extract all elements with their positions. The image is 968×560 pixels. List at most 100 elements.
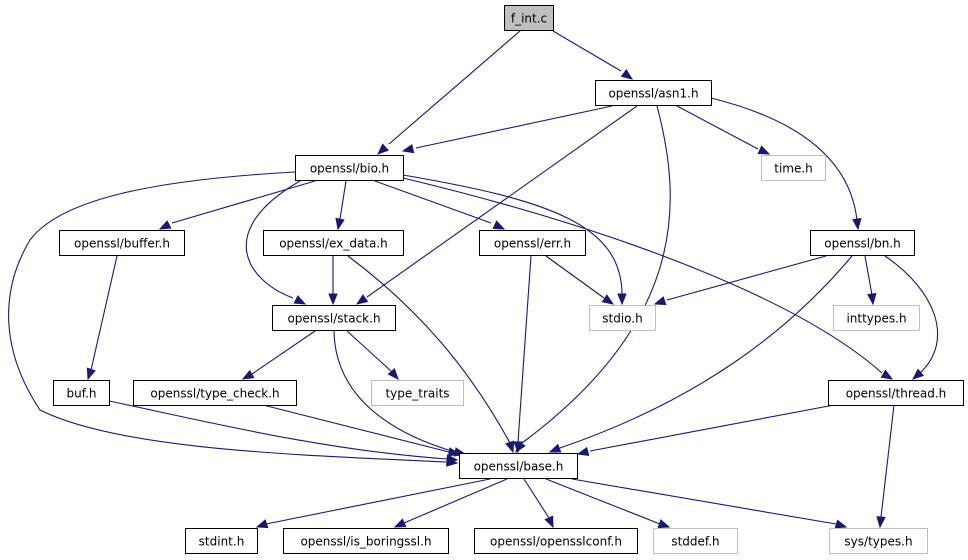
edge-line [666, 255, 827, 301]
edge-line [347, 255, 511, 444]
edge-line [346, 330, 392, 372]
arrowhead-icon [293, 295, 307, 305]
node-label: sys/types.h [844, 535, 912, 549]
node-box [133, 380, 297, 406]
node-box [272, 305, 396, 331]
arrowhead-icon [620, 68, 634, 80]
node-opensslconf-h[interactable]: openssl/opensslconf.h [474, 528, 638, 554]
edge-base-h-to-is-boringssl-h [393, 478, 508, 528]
edge-line [402, 174, 623, 296]
node-box [653, 528, 738, 554]
arrowhead-icon [834, 519, 848, 529]
edge-base-h-to-stdint-h [255, 478, 491, 529]
node-box [474, 528, 638, 554]
node-bio-h[interactable]: openssl/bio.h [295, 155, 404, 181]
edge-asn1-h-to-bn-h [710, 97, 862, 231]
node-f-int-c: f_int.c [504, 5, 554, 31]
node-is-boringssl-h[interactable]: openssl/is_boringssl.h [283, 528, 449, 554]
edge-line [559, 255, 853, 449]
edge-f-int-c-to-bio-h [377, 30, 521, 155]
edge-base-h-to-opensslconf-h [523, 478, 554, 529]
node-label: stdio.h [602, 312, 642, 326]
edge-base-h-to-stddef-h [545, 478, 671, 529]
edge-bn-h-to-inttypes-h [864, 255, 877, 306]
arrowhead-icon [387, 367, 399, 381]
node-box [479, 230, 586, 256]
arrowhead-icon [492, 220, 506, 230]
arrowhead-icon [867, 293, 877, 306]
node-box [504, 5, 554, 31]
edge-stack-h-to-type-traits [346, 330, 399, 381]
edge-base-h-to-sys-types-h [571, 478, 848, 529]
node-stack-h[interactable]: openssl/stack.h [272, 305, 396, 331]
node-base-h[interactable]: openssl/base.h [459, 453, 578, 479]
edge-err-h-to-base-h [513, 255, 532, 454]
node-label: buf.h [67, 387, 97, 401]
edge-line [366, 105, 638, 298]
edge-bio-h-to-ex-data-h [335, 180, 347, 231]
edge-line [333, 330, 456, 453]
edge-bn-h-to-stdio-h [653, 255, 827, 306]
node-ex-data-h[interactable]: openssl/ex_data.h [263, 230, 404, 256]
arrowhead-icon [328, 293, 338, 306]
edge-line [710, 97, 858, 221]
edge-line [880, 404, 895, 518]
edge-line [523, 478, 550, 519]
edge-asn1-h-to-stack-h [355, 105, 638, 305]
nodes-layer: f_int.c openssl/asn1.h openssl/bio.h time.h… [53, 5, 964, 554]
node-label: openssl/bn.h [824, 237, 900, 251]
arrowhead-icon [393, 518, 407, 528]
node-label: openssl/err.h [494, 237, 571, 251]
node-label: inttypes.h [846, 312, 906, 326]
edge-bn-h-to-thread-h [884, 255, 938, 380]
arrowhead-icon [377, 143, 389, 155]
node-label: openssl/stack.h [287, 312, 380, 326]
node-time-h: time.h [761, 155, 826, 181]
edge-bio-h-to-thread-h [402, 177, 894, 380]
node-label: openssl/bio.h [310, 162, 389, 176]
edge-line [676, 105, 759, 150]
edge-line [571, 478, 837, 525]
node-buffer-h[interactable]: openssl/buffer.h [59, 230, 185, 256]
node-sys-types-h: sys/types.h [829, 528, 928, 554]
arrowhead-icon [447, 447, 461, 457]
arrowhead-icon [401, 144, 415, 154]
edge-err-h-to-stdio-h [545, 255, 615, 305]
edge-bio-h-to-stack-h [245, 180, 307, 305]
node-label: openssl/ex_data.h [279, 237, 388, 251]
node-label: openssl/asn1.h [608, 87, 698, 101]
node-label: f_int.c [511, 12, 547, 26]
edge-type-check-h-to-base-h [262, 404, 461, 457]
node-label: openssl/buffer.h [74, 237, 170, 251]
edge-line [403, 478, 508, 524]
edge-line [521, 105, 671, 444]
edges-layer [8, 30, 938, 529]
arrowhead-icon [852, 218, 862, 231]
edge-buf-h-to-base-h [108, 400, 459, 464]
node-bn-h[interactable]: openssl/bn.h [810, 230, 915, 256]
node-box [761, 155, 826, 181]
edge-line [388, 30, 521, 145]
node-label: openssl/thread.h [846, 387, 947, 401]
node-box [459, 453, 578, 479]
node-box [53, 380, 110, 406]
arrowhead-icon [241, 369, 255, 380]
node-buf-h[interactable]: buf.h [53, 380, 110, 406]
node-err-h[interactable]: openssl/err.h [479, 230, 586, 256]
node-type-check-h[interactable]: openssl/type_check.h [133, 380, 297, 406]
arrowhead-icon [880, 369, 894, 380]
node-asn1-h[interactable]: openssl/asn1.h [595, 80, 712, 106]
node-box [283, 528, 449, 554]
node-label: type_traits [385, 387, 449, 401]
edge-line [415, 105, 613, 149]
edge-line [262, 404, 450, 453]
edge-line [589, 404, 835, 452]
node-label: time.h [774, 162, 813, 176]
edge-ex-data-h-to-stack-h [328, 256, 338, 306]
node-box [589, 305, 656, 331]
edge-line [245, 180, 301, 299]
node-thread-h[interactable]: openssl/thread.h [828, 380, 964, 406]
node-stdint-h[interactable]: stdint.h [185, 528, 258, 554]
node-box [595, 80, 712, 106]
